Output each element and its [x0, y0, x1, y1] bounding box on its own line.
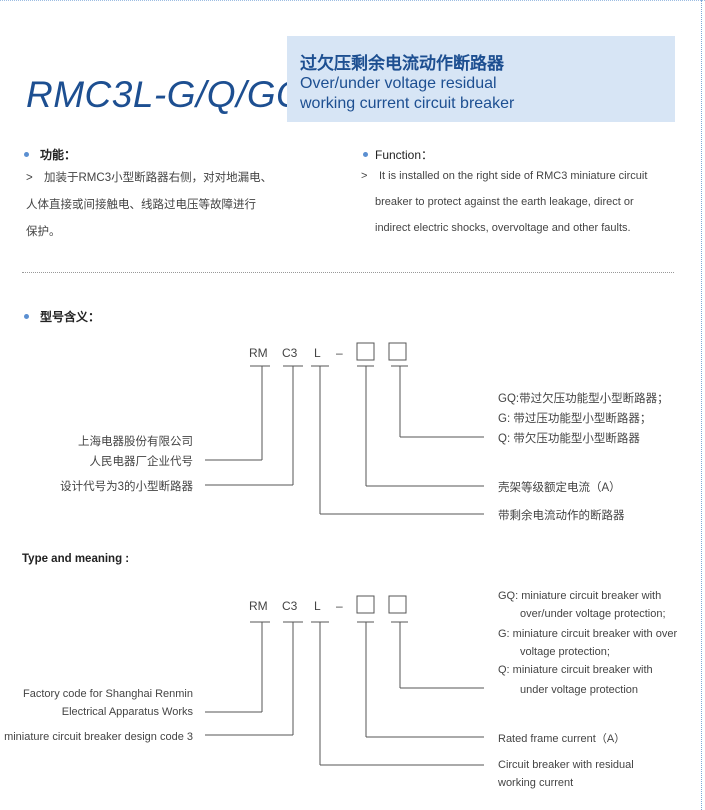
type-en-heading: Type and meaning : — [22, 553, 130, 565]
function-cn-heading: 功能： — [40, 148, 77, 162]
function-en-heading: Function： — [375, 148, 434, 162]
function-cn-text: > 加装于RMC3小型断路器右侧，对对地漏电、 人体直接或间接触电、线路过电压等… — [26, 165, 354, 246]
code-l: L — [314, 346, 321, 360]
type-en-label: Circuit breaker with residual — [498, 759, 634, 771]
function-cn-line: 保护。 — [26, 226, 61, 238]
type-en-label: Q: miniature circuit breaker with — [498, 664, 653, 676]
bullet-icon — [24, 314, 29, 319]
type-cn-label: 设计代号为3的小型断路器 — [60, 479, 193, 493]
type-en-label: working current — [497, 777, 573, 789]
code-c3: C3 — [282, 599, 298, 613]
top-dotted-border — [0, 0, 705, 1]
type-en-label: over/under voltage protection; — [520, 608, 666, 620]
model-title: RMC3L-G/Q/GQ — [26, 74, 306, 115]
type-en-label: Electrical Apparatus Works — [62, 706, 194, 718]
type-cn-label: G: 带过压功能型小型断路器； — [498, 411, 651, 425]
title-box: 过欠压剩余电流动作断路器 Over/under voltage residual… — [287, 36, 675, 122]
type-cn-label: 上海电器股份有限公司 — [78, 434, 193, 448]
function-en-line: breaker to protect against the earth lea… — [375, 196, 634, 208]
function-en-line: indirect electric shocks, overvoltage an… — [375, 222, 631, 234]
type-cn-label: 人民电器厂企业代号 — [90, 454, 194, 468]
type-en-label: under voltage protection — [520, 684, 638, 696]
code-dash: – — [336, 346, 343, 360]
type-en-label: voltage protection; — [520, 646, 610, 658]
arrow-icon: > — [361, 170, 368, 182]
type-cn-label: 带剩余电流动作的断路器 — [498, 508, 625, 522]
type-en-label: miniature circuit breaker design code 3 — [4, 731, 193, 743]
title-en-line: working current circuit breaker — [300, 95, 515, 112]
function-en-line: It is installed on the right side of RMC… — [379, 170, 648, 182]
function-cn-line: 加装于RMC3小型断路器右侧，对对地漏电、 — [44, 172, 273, 184]
code-rm: RM — [249, 346, 268, 360]
code-c3: C3 — [282, 346, 298, 360]
type-en-label: GQ: miniature circuit breaker with — [498, 590, 661, 602]
bullet-icon — [24, 152, 29, 157]
arrow-icon: > — [26, 172, 33, 184]
bullet-icon — [363, 152, 368, 157]
type-en-label: G: miniature circuit breaker with over — [498, 628, 677, 640]
code-l: L — [314, 599, 321, 613]
type-en-label: Factory code for Shanghai Renmin — [23, 688, 193, 700]
function-en-text: > It is installed on the right side of R… — [361, 163, 689, 241]
title-en-line: Over/under voltage residual — [300, 75, 497, 92]
type-en-label: Rated frame current（A） — [498, 732, 625, 745]
type-cn-heading: 型号含义： — [40, 310, 101, 324]
right-dotted-border — [701, 0, 702, 810]
section-divider — [22, 272, 674, 273]
code-rm: RM — [249, 599, 268, 613]
title-en: Over/under voltage residual working curr… — [300, 74, 514, 114]
type-cn-label: Q: 带欠压功能型小型断路器 — [498, 431, 640, 445]
code-dash: – — [336, 599, 343, 613]
function-cn-line: 人体直接或间接触电、线路过电压等故障进行 — [26, 199, 256, 211]
type-cn-label: GQ:带过欠压功能型小型断路器； — [498, 391, 669, 405]
type-cn-label: 壳架等级额定电流（A） — [498, 480, 621, 494]
title-cn: 过欠压剩余电流动作断路器 — [300, 54, 504, 73]
